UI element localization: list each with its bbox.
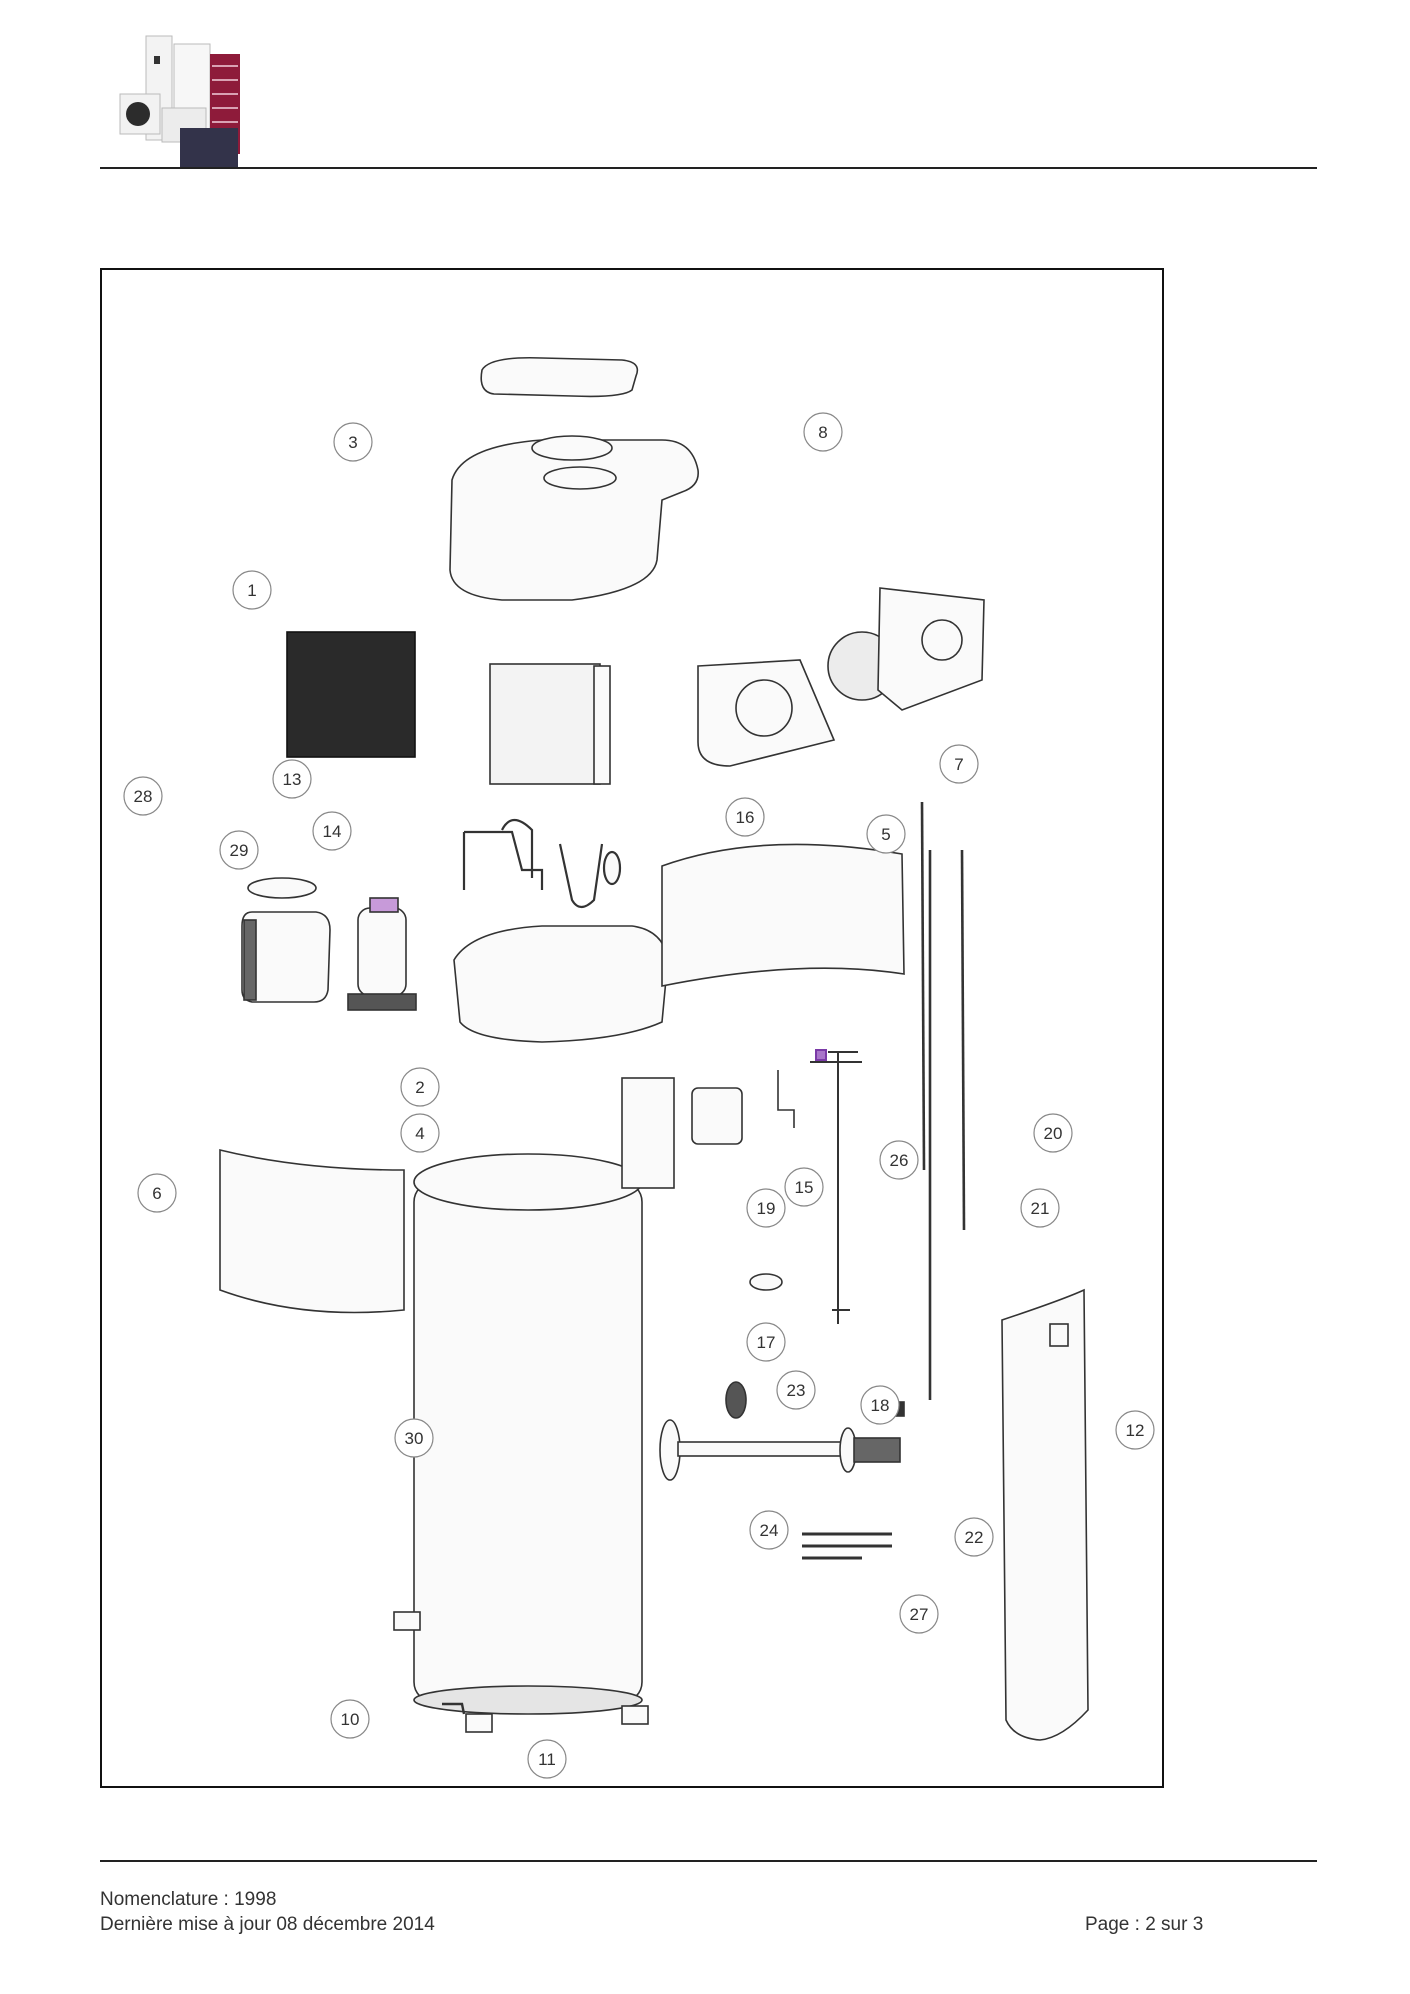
part-evaporator bbox=[489, 663, 611, 785]
callout-14: 14 bbox=[312, 811, 352, 851]
callout-19: 19 bbox=[746, 1188, 786, 1228]
callout-number: 24 bbox=[760, 1521, 779, 1540]
callout-number: 20 bbox=[1044, 1124, 1063, 1143]
callout-4: 4 bbox=[400, 1113, 440, 1153]
callout-30: 30 bbox=[394, 1418, 434, 1458]
part-front-cover-column bbox=[1001, 1288, 1089, 1741]
callout-28: 28 bbox=[123, 776, 163, 816]
callout-number: 18 bbox=[871, 1396, 890, 1415]
brand-logo-image bbox=[119, 35, 240, 168]
part-foot-bracket bbox=[442, 1702, 466, 1715]
callout-11: 11 bbox=[527, 1739, 567, 1779]
exploded-diagram: 1234567810111213141516171819202122232426… bbox=[123, 356, 1155, 1779]
callout-number: 22 bbox=[965, 1528, 984, 1547]
callout-number: 15 bbox=[795, 1178, 814, 1197]
callout-16: 16 bbox=[725, 797, 765, 837]
callout-10: 10 bbox=[330, 1699, 370, 1739]
part-front-panel bbox=[219, 1148, 405, 1314]
part-top-cover bbox=[449, 356, 699, 601]
part-fan-housing bbox=[697, 587, 985, 767]
callout-number: 28 bbox=[134, 787, 153, 806]
callout-18: 18 bbox=[860, 1385, 900, 1425]
callout-17: 17 bbox=[746, 1322, 786, 1362]
callout-12: 12 bbox=[1115, 1410, 1155, 1450]
callout-number: 26 bbox=[890, 1151, 909, 1170]
callout-number: 27 bbox=[910, 1605, 929, 1624]
part-heating-element bbox=[659, 1419, 901, 1481]
callout-number: 7 bbox=[954, 755, 963, 774]
header-rule bbox=[100, 167, 1317, 169]
callout-20: 20 bbox=[1033, 1113, 1073, 1153]
part-gasket bbox=[725, 1381, 747, 1419]
callout-26: 26 bbox=[879, 1140, 919, 1180]
part-control-board bbox=[691, 1087, 743, 1145]
callout-8: 8 bbox=[803, 412, 843, 452]
callout-21: 21 bbox=[1020, 1188, 1060, 1228]
part-compressor-cap bbox=[247, 877, 317, 899]
page-indicator: Page : 2 sur 3 bbox=[1085, 1914, 1204, 1935]
part-base-tray bbox=[453, 925, 669, 1043]
part-compressor bbox=[347, 897, 417, 1011]
callout-number: 4 bbox=[415, 1124, 424, 1143]
callout-number: 13 bbox=[283, 770, 302, 789]
nomenclature-text: Nomenclature : 1998 bbox=[100, 1889, 277, 1910]
callout-number: 30 bbox=[405, 1429, 424, 1448]
callout-number: 1 bbox=[247, 581, 256, 600]
part-sensor bbox=[777, 1070, 795, 1128]
callout-24: 24 bbox=[749, 1510, 789, 1550]
callout-number: 2 bbox=[415, 1078, 424, 1097]
callout-number: 23 bbox=[787, 1381, 806, 1400]
part-board-bracket bbox=[621, 1077, 675, 1189]
callout-number: 10 bbox=[341, 1710, 360, 1729]
callout-number: 3 bbox=[348, 433, 357, 452]
part-compressor-housing bbox=[241, 911, 331, 1003]
callout-number: 19 bbox=[757, 1199, 776, 1218]
callout-15: 15 bbox=[784, 1167, 824, 1207]
callout-22: 22 bbox=[954, 1517, 994, 1557]
callout-6: 6 bbox=[137, 1173, 177, 1213]
callout-5: 5 bbox=[866, 814, 906, 854]
callout-7: 7 bbox=[939, 744, 979, 784]
part-anode-rods bbox=[920, 801, 966, 1400]
callout-number: 16 bbox=[736, 808, 755, 827]
part-rear-panel bbox=[661, 843, 905, 987]
callout-number: 6 bbox=[152, 1184, 161, 1203]
callout-number: 21 bbox=[1031, 1199, 1050, 1218]
callout-number: 12 bbox=[1126, 1421, 1145, 1440]
callout-number: 11 bbox=[538, 1750, 556, 1769]
footer-rule bbox=[100, 1860, 1317, 1862]
callout-1: 1 bbox=[232, 570, 272, 610]
part-refrigerant-circuit bbox=[462, 818, 622, 909]
part-flange bbox=[749, 1273, 783, 1291]
part-wiring-harness bbox=[802, 1532, 892, 1560]
callout-2: 2 bbox=[400, 1067, 440, 1107]
part-foot-1 bbox=[393, 1611, 421, 1631]
part-tank bbox=[413, 1153, 643, 1715]
callout-29: 29 bbox=[219, 830, 259, 870]
part-filter bbox=[286, 631, 416, 758]
callout-number: 17 bbox=[757, 1333, 776, 1352]
callout-number: 5 bbox=[881, 825, 890, 844]
callout-number: 8 bbox=[818, 423, 827, 442]
part-probe-assembly bbox=[810, 1049, 862, 1324]
part-foot-2 bbox=[465, 1713, 493, 1733]
callout-3: 3 bbox=[333, 422, 373, 462]
callout-13: 13 bbox=[272, 759, 312, 799]
callout-27: 27 bbox=[899, 1594, 939, 1634]
callout-number: 29 bbox=[230, 841, 249, 860]
callout-23: 23 bbox=[776, 1370, 816, 1410]
callout-number: 14 bbox=[323, 822, 342, 841]
part-foot-3 bbox=[621, 1705, 649, 1725]
last-update-text: Dernière mise à jour 08 décembre 2014 bbox=[100, 1914, 435, 1935]
